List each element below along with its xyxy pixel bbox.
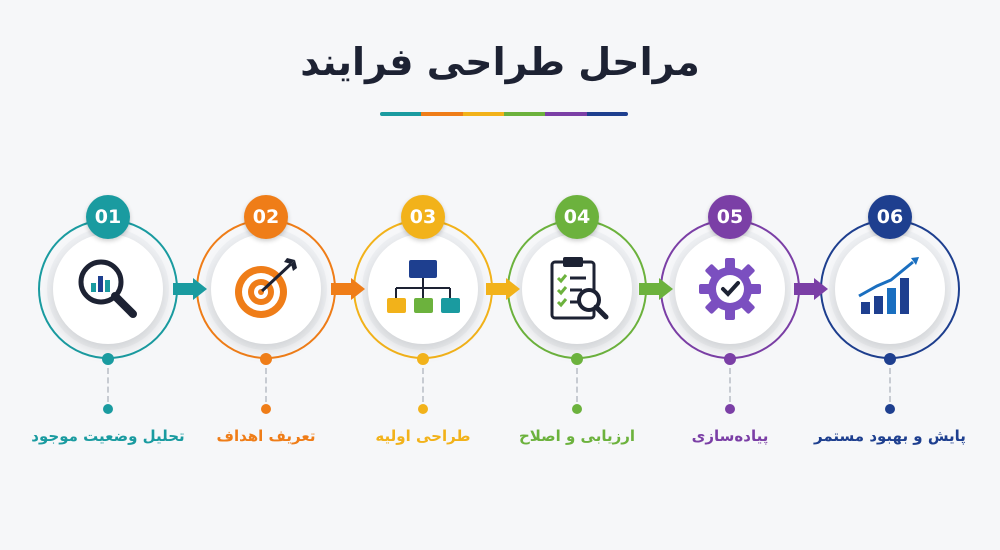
target-icon xyxy=(235,258,297,318)
step-number-badge: 06 xyxy=(868,195,912,239)
step-number-badge: 01 xyxy=(86,195,130,239)
connector-dot xyxy=(103,404,113,414)
growth-chart-icon xyxy=(858,257,919,314)
title-underline xyxy=(380,112,628,116)
connector-dot xyxy=(884,353,896,365)
step-number-badge: 04 xyxy=(555,195,599,239)
step-label: طراحی اولیه xyxy=(375,427,471,445)
gear-check-icon xyxy=(699,258,761,320)
connector-dot xyxy=(102,353,114,365)
arrow-right-icon xyxy=(173,278,207,300)
connector-dot xyxy=(571,353,583,365)
connector-dot xyxy=(418,404,428,414)
step-label: ارزیابی و اصلاح xyxy=(518,427,636,445)
connector-dash xyxy=(729,368,731,402)
connector-dot xyxy=(725,404,735,414)
arrow-right-icon xyxy=(486,278,520,300)
step-label: پیاده‌سازی xyxy=(691,427,769,445)
step-number-badge: 05 xyxy=(708,195,752,239)
step-2: 02 تعریف اهداف xyxy=(196,0,346,550)
step-3: 03 طراحی اولیه xyxy=(353,0,503,550)
connector-dot xyxy=(572,404,582,414)
step-number-badge: 03 xyxy=(401,195,445,239)
page-title: مراحل طراحی فرایند xyxy=(300,40,700,84)
connector-dot xyxy=(260,353,272,365)
step-number-badge: 02 xyxy=(244,195,288,239)
connector-dash xyxy=(576,368,578,402)
hierarchy-icon xyxy=(387,260,460,313)
connector-dot xyxy=(261,404,271,414)
step-5: 05 پیاده‌سازی xyxy=(660,0,810,550)
step-label: پایش و بهبود مستمر xyxy=(814,427,966,445)
connector-dash xyxy=(107,368,109,402)
connector-dot xyxy=(417,353,429,365)
arrow-right-icon xyxy=(794,278,828,300)
step-1: 01 تحلیل وضعیت موجود xyxy=(31,0,188,550)
arrow-right-icon xyxy=(639,278,673,300)
connector-dot xyxy=(724,353,736,365)
step-label: تعریف اهداف xyxy=(216,427,316,445)
magnifier-chart-icon xyxy=(78,259,137,318)
arrow-right-icon xyxy=(331,278,365,300)
connector-dash xyxy=(265,368,267,402)
connector-dash xyxy=(889,368,891,402)
step-6: 06 پایش و بهبود مستمر xyxy=(814,0,970,550)
step-label: تحلیل وضعیت موجود xyxy=(31,427,185,445)
connector-dash xyxy=(422,368,424,402)
step-4: 04 ارزیابی و اصلاح xyxy=(507,0,657,550)
connector-dot xyxy=(885,404,895,414)
clipboard-check-icon xyxy=(550,257,609,320)
